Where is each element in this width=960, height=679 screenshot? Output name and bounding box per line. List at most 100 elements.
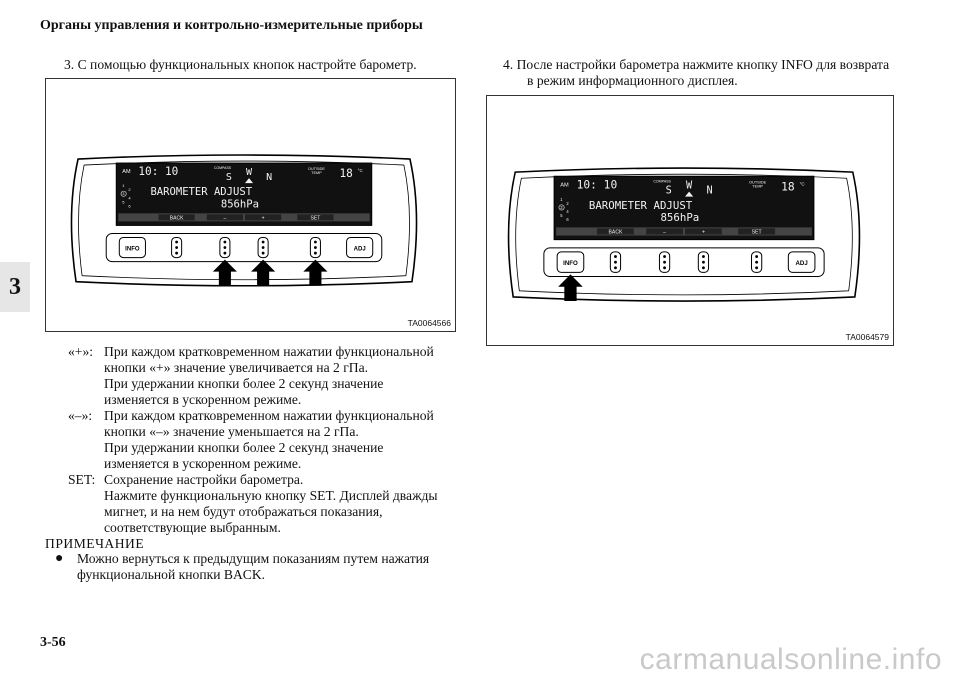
lcd-bar-cell: [245, 214, 282, 221]
lcd-gear-number: 6: [128, 203, 131, 208]
definition-line: При каждом кратковременном нажатии функц…: [104, 344, 434, 359]
page-number: 3-56: [40, 635, 66, 650]
watermark: carmanualsonline.info: [639, 643, 942, 676]
adj-button-label: ADJ: [354, 247, 366, 253]
button-dot-icon: [261, 240, 265, 244]
pointer-arrow-icon: [558, 274, 583, 302]
lcd-gear-number: 1: [122, 183, 125, 188]
button-dot-icon: [614, 260, 617, 264]
lcd-bar-label: BACK: [170, 215, 184, 221]
chapter-tab: 3: [0, 262, 30, 312]
lcd-bar-label: +: [262, 215, 265, 221]
lcd-gear-number: 3: [122, 191, 125, 196]
lcd-gear-number: 5: [122, 199, 125, 204]
lcd-am: AM: [122, 169, 131, 175]
lcd-bar-cell: [297, 214, 334, 221]
definition-key: SET:: [68, 472, 96, 487]
info-button: [118, 236, 146, 259]
lcd-bar-label: SET: [752, 230, 762, 236]
lcd-gear-number: 4: [128, 195, 131, 200]
lcd-temp-label: TEMP: [752, 183, 763, 188]
button-dot-icon: [614, 266, 617, 270]
compass-pointer-icon: [245, 178, 254, 184]
figure-1-code: TA0064566: [407, 318, 451, 328]
step-3-text: 3. С помощью функциональных кнопок настр…: [64, 57, 417, 72]
lcd-bar-label: –: [663, 230, 666, 236]
lcd-bar-label: +: [702, 230, 705, 236]
lcd-bar-cell: [646, 228, 683, 235]
button-dot-icon: [755, 255, 759, 258]
pointer-arrow-icon: [251, 259, 276, 286]
adj-button: [346, 236, 374, 259]
definition-line: кнопки «–» значение уменьшается на 2 гПа…: [104, 424, 359, 439]
note-line: Можно вернуться к предыдущим показаниям …: [77, 551, 430, 566]
definition-minus: «–»: При каждом кратковременном нажатии …: [68, 408, 468, 472]
definition-line: мигнет, и на нем будут отображаться пока…: [104, 504, 383, 519]
button-dot-icon: [702, 266, 705, 270]
lcd-gear-number: 2: [128, 187, 131, 192]
step-4-text: 4. После настройки барометра нажмите кно…: [503, 57, 903, 89]
lcd-gear-number: 6: [566, 217, 569, 222]
lcd-temp-unit: °C: [800, 181, 806, 186]
lcd-gear-number: 1: [560, 197, 563, 202]
pointer-arrow-icon: [212, 259, 237, 286]
button-dot-icon: [175, 246, 179, 249]
definition-line: При удержании кнопки более 2 секунд знач…: [104, 376, 384, 391]
compass-pointer-icon: [685, 191, 694, 197]
definition-line: При удержании кнопки более 2 секунд знач…: [104, 440, 384, 455]
lcd-bar-label: SET: [311, 215, 321, 221]
info-button: [556, 251, 585, 273]
button-dot-icon: [702, 260, 705, 264]
button-dot-icon: [614, 255, 617, 258]
lcd-compass-w: W: [686, 181, 693, 192]
lcd-bar-cell: [738, 228, 776, 235]
definition-key: «–»:: [68, 408, 93, 423]
lcd-temp-label: TEMP: [311, 171, 322, 175]
lcd-gear-number: 4: [566, 209, 569, 214]
lcd-bar-label: BACK: [609, 230, 624, 236]
panel-inner-bezel: [78, 160, 410, 281]
figure-2-code: TA0064579: [845, 332, 889, 342]
lcd-outside-label: OUTSIDE: [749, 179, 767, 184]
button-dot-icon: [755, 266, 759, 270]
lcd-bar-cell: [206, 214, 243, 221]
lcd-bar-cell: [597, 228, 634, 235]
button-dot-icon: [175, 251, 179, 255]
lcd-compass-s: S: [666, 186, 672, 197]
lcd-bar-cell: [685, 228, 722, 235]
definition-line: изменяется в ускоренном режиме.: [104, 392, 302, 407]
lcd-compass-label: COMPASS: [214, 166, 232, 170]
adj-button-label: ADJ: [795, 260, 807, 267]
adj-button: [787, 251, 816, 273]
lcd-am: AM: [560, 182, 569, 188]
lcd-pressure: 856hPa: [660, 211, 699, 224]
lcd-compass-w: W: [246, 167, 253, 178]
button-dot-icon: [663, 260, 666, 264]
button-dot-icon: [755, 260, 759, 264]
definition-line: Нажмите функциональную кнопку SET. Диспл…: [104, 488, 438, 503]
definition-line: соответствующие выбранным.: [104, 520, 281, 535]
info-button-label: INFO: [125, 247, 140, 253]
info-button-label: INFO: [563, 260, 578, 267]
button-dot-icon: [313, 240, 317, 244]
lcd-temp-value: 18: [781, 181, 795, 194]
button-dot-icon: [261, 251, 265, 255]
definition-key: «+»:: [68, 344, 94, 359]
gear-indicator-icon: [120, 190, 127, 197]
definition-plus: «+»: При каждом кратковременном нажатии …: [68, 344, 468, 408]
lcd-temp-value: 18: [340, 167, 353, 180]
lcd-function-bar: [118, 213, 370, 222]
button-dot-icon: [663, 266, 666, 270]
bullet-icon: ●: [55, 551, 64, 566]
button-dot-icon: [702, 255, 705, 258]
definitions-list: «+»: При каждом кратковременном нажатии …: [68, 344, 468, 536]
button-dot-icon: [313, 251, 317, 255]
lcd-gear-number: 3: [560, 205, 563, 210]
lcd-time: 10: 10: [577, 179, 618, 192]
lcd-outside-label: OUTSIDE: [308, 167, 325, 171]
